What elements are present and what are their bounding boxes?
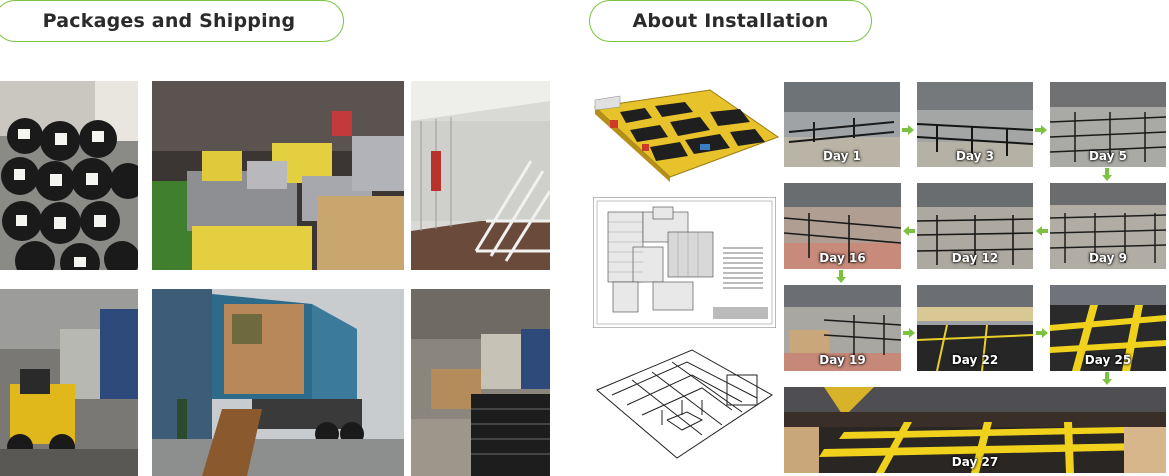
arrow-icon — [1036, 226, 1048, 236]
install-day-25: Day 25 — [1050, 285, 1166, 371]
day-5-label: Day 5 — [1088, 149, 1128, 163]
install-day-12: Day 12 — [917, 183, 1033, 269]
install-day-5: Day 5 — [1050, 82, 1166, 167]
arrow-icon — [1036, 328, 1048, 338]
photo-warehouse-stacks — [411, 289, 550, 476]
about-installation-title: About Installation — [632, 10, 829, 32]
photo-loading-truck — [152, 289, 404, 476]
install-day-9: Day 9 — [1050, 183, 1166, 269]
day-3-label: Day 3 — [955, 149, 995, 163]
arrow-icon — [1102, 168, 1112, 181]
arrow-icon — [903, 226, 915, 236]
arrow-icon — [902, 125, 914, 135]
install-day-16: Day 16 — [784, 183, 901, 269]
day-1-label: Day 1 — [822, 149, 862, 163]
install-day-27: Day 27 — [784, 387, 1166, 473]
day-19-label: Day 19 — [819, 353, 866, 367]
photo-packed-mats-warehouse — [152, 81, 404, 270]
day-27-label: Day 27 — [951, 455, 999, 469]
install-day-19: Day 19 — [784, 285, 901, 371]
install-day-3: Day 3 — [917, 82, 1033, 167]
arrow-icon — [1102, 372, 1112, 385]
about-installation-heading: About Installation — [589, 0, 872, 42]
day-12-label: Day 12 — [951, 251, 999, 265]
day-16-label: Day 16 — [819, 251, 866, 265]
arrow-icon — [836, 270, 846, 283]
steel-frame-wireframe — [592, 340, 777, 468]
floor-plan-drawing — [593, 197, 776, 328]
photo-forklift — [0, 289, 138, 476]
packages-shipping-heading: Packages and Shipping — [0, 0, 344, 42]
day-22-label: Day 22 — [951, 353, 999, 367]
day-25-label: Day 25 — [1084, 353, 1132, 367]
photo-container-interior — [411, 81, 550, 270]
install-day-22: Day 22 — [917, 285, 1033, 371]
packages-shipping-title: Packages and Shipping — [42, 10, 296, 32]
park-3d-rendering — [590, 82, 780, 182]
install-day-1: Day 1 — [784, 82, 900, 167]
day-9-label: Day 9 — [1088, 251, 1128, 265]
arrow-icon — [1035, 125, 1047, 135]
photo-wrapped-rolls — [0, 81, 138, 270]
arrow-icon — [903, 328, 915, 338]
